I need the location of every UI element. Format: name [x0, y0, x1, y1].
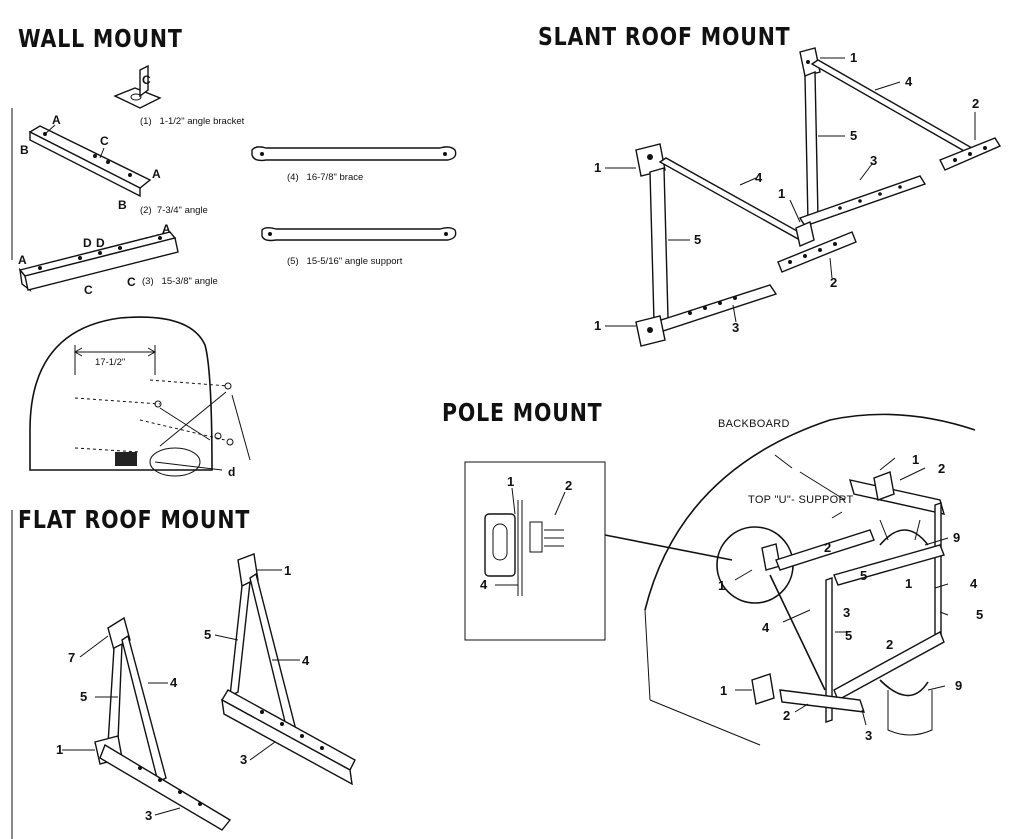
part-caption: (5) 15-5/16" angle support: [287, 256, 403, 267]
callout-1: 1: [594, 160, 602, 175]
flat-roof-assembly-right: [214, 553, 356, 786]
callout-4: 4: [970, 576, 978, 591]
callout-3: 3: [870, 153, 878, 168]
callout-2: 2: [886, 637, 894, 652]
part-3-angle: [18, 231, 179, 292]
callout-4: 4: [480, 577, 488, 592]
label-d: D: [83, 236, 92, 250]
callout-1: 1: [718, 578, 726, 593]
backboard-label: BACKBOARD: [718, 418, 790, 430]
title-pole-mount: POLE MOUNT: [442, 398, 603, 427]
callout-4: 4: [905, 74, 913, 89]
callout-2: 2: [565, 478, 573, 493]
part-1-angle-bracket: [113, 64, 162, 109]
callout-5: 5: [860, 568, 868, 583]
pole-inset-box: [464, 461, 733, 641]
callout-3: 3: [843, 605, 851, 620]
callout-3: 3: [145, 808, 153, 823]
callout-5: 5: [694, 232, 702, 247]
label-c: C: [100, 134, 109, 148]
callout-5: 5: [845, 628, 853, 643]
slant-roof-assembly: [605, 47, 1002, 347]
part-caption: (4) 16-7/8" brace: [287, 172, 364, 183]
callout-5: 5: [976, 607, 984, 622]
callout-4: 4: [170, 675, 178, 690]
callout-1: 1: [507, 474, 515, 489]
label-a: A: [52, 113, 61, 127]
callout-1: 1: [284, 563, 292, 578]
callout-9: 9: [953, 530, 961, 545]
part-2-angle: [28, 124, 152, 198]
label-d: D: [96, 236, 105, 250]
flat-roof-assembly-left: [62, 616, 232, 831]
callout-1: 1: [720, 683, 728, 698]
label-c: C: [127, 275, 136, 289]
label-a: A: [162, 222, 171, 236]
callout-1: 1: [905, 576, 913, 591]
title-slant-roof-mount: SLANT ROOF MOUNT: [538, 22, 791, 51]
label-b: B: [118, 198, 127, 212]
label-a: A: [18, 253, 27, 267]
dimension-label: 17-1/2": [95, 357, 126, 368]
part-caption: (2) 7-3/4" angle: [140, 205, 208, 216]
label-c: C: [84, 283, 93, 297]
callout-2: 2: [824, 540, 832, 555]
callout-1: 1: [912, 452, 920, 467]
callout-1: 1: [778, 186, 786, 201]
callout-5: 5: [80, 689, 88, 704]
callout-9: 9: [955, 678, 963, 693]
callout-5: 5: [850, 128, 858, 143]
part-caption: (1) 1-1/2" angle bracket: [140, 116, 245, 127]
label-d-lower: d: [228, 465, 236, 479]
top-u-support-label: TOP "U"- SUPPORT: [748, 494, 854, 506]
callout-3: 3: [865, 728, 873, 743]
part-4-brace: [251, 146, 457, 162]
callout-2: 2: [830, 275, 838, 290]
title-flat-roof-mount: FLAT ROOF MOUNT: [18, 505, 251, 534]
title-wall-mount: WALL MOUNT: [18, 24, 183, 53]
callout-2: 2: [972, 96, 980, 111]
pole-mount-assembly: [644, 413, 976, 746]
label-b: B: [20, 143, 29, 157]
label-c: C: [142, 73, 151, 87]
callout-3: 3: [732, 320, 740, 335]
wall-backboard: [29, 316, 251, 477]
callout-5: 5: [204, 627, 212, 642]
callout-1: 1: [850, 50, 858, 65]
callout-2: 2: [938, 461, 946, 476]
callout-2: 2: [783, 708, 791, 723]
callout-7: 7: [68, 650, 76, 665]
part-caption: (3) 15-3/8" angle: [142, 276, 218, 287]
callout-4: 4: [762, 620, 770, 635]
callout-1: 1: [56, 742, 64, 757]
callout-4: 4: [755, 170, 763, 185]
part-5-angle-support: [261, 227, 457, 242]
callout-1: 1: [594, 318, 602, 333]
callout-4: 4: [302, 653, 310, 668]
label-a: A: [152, 167, 161, 181]
callout-3: 3: [240, 752, 248, 767]
